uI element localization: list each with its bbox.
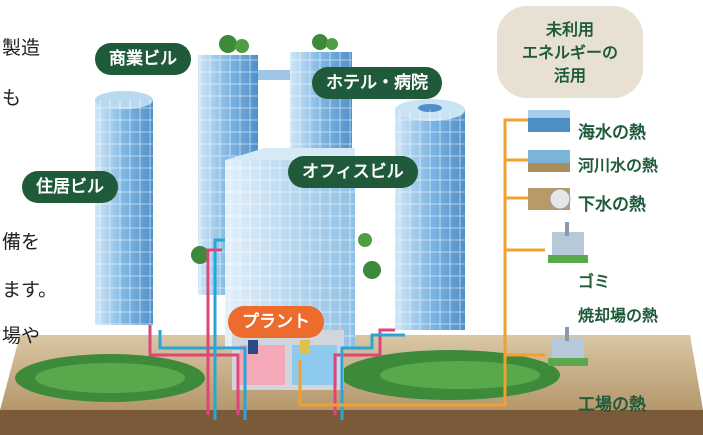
side-text-1: 製造 [2, 37, 41, 59]
label-office: オフィスビル [288, 156, 418, 188]
source-incinerator: 焼却場の熱 [578, 306, 659, 325]
label-plant: プラント [228, 306, 324, 338]
unused-energy-title-line-1: 未利用 [545, 19, 594, 39]
label-commercial: 商業ビル [95, 43, 191, 75]
source-garbage: ゴミ [578, 272, 611, 291]
side-text-3: 備を [2, 231, 41, 253]
unused-energy-title-box: 未利用 エネルギーの 活用 [497, 6, 643, 98]
source-seawater: 海水の熱 [578, 123, 646, 143]
label-residential: 住居ビル [22, 171, 118, 203]
source-river: 河川水の熱 [578, 156, 659, 175]
side-text-2: も [2, 87, 22, 109]
side-text-4: ます。 [2, 279, 58, 301]
source-factory: 工場の熱 [578, 395, 646, 415]
side-text-5: 場や [2, 325, 41, 347]
energy-pipes [148, 118, 545, 420]
unused-energy-title-line-3: 活用 [553, 65, 586, 85]
unused-energy-title-line-2: エネルギーの [521, 42, 618, 62]
source-sewage: 下水の熱 [578, 195, 646, 215]
label-hotel-hospital: ホテル・病院 [312, 67, 442, 99]
